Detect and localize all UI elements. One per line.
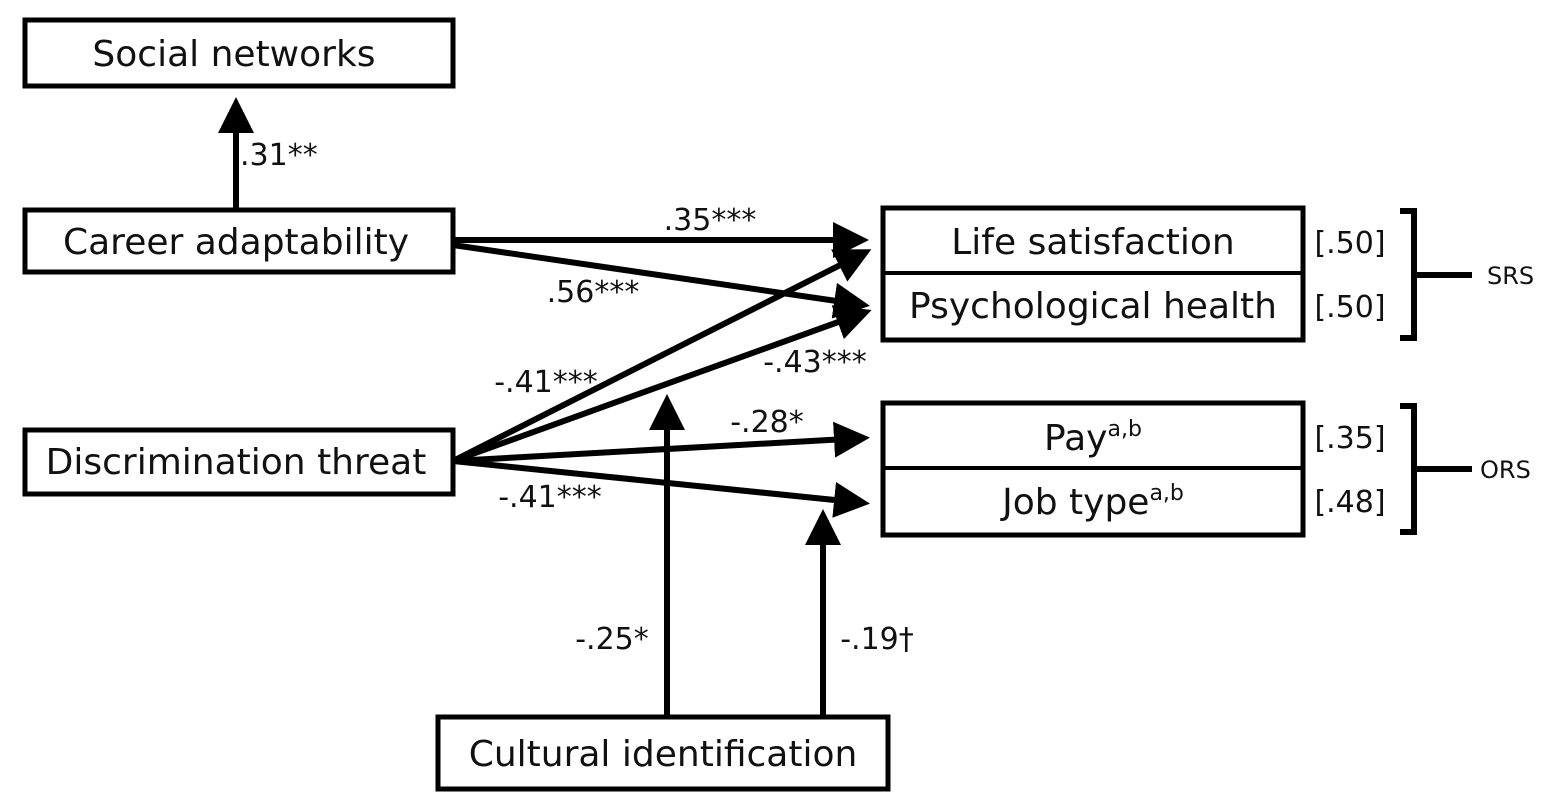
coef-dt-to-pay: -.28*: [730, 405, 804, 440]
r2-psychological-health: [.50]: [1314, 290, 1385, 325]
path-dt-to-pay: [452, 421, 870, 464]
r2-pay: [.35]: [1314, 421, 1385, 456]
r2-life-satisfaction: [.50]: [1314, 226, 1385, 261]
r2-job-type: [.48]: [1314, 485, 1385, 520]
path-ca-to-ph: [452, 242, 870, 319]
job-type-text: Job type: [1000, 482, 1149, 523]
path-dt-to-ls: [451, 249, 872, 464]
job-type-superscript: a,b: [1149, 481, 1183, 506]
career-adaptability-label: Career adaptability: [63, 222, 409, 263]
coef-ci-moderation-1: -.25*: [575, 622, 649, 657]
pay-text: Pay: [1044, 418, 1107, 459]
cultural-identification-box: [435, 714, 891, 792]
srs-group-label: SRS: [1487, 262, 1534, 290]
coef-dt-to-ph: -.43***: [763, 345, 867, 380]
cultural-identification-label: Cultural identification: [469, 734, 858, 775]
pay-label: Paya,b: [1044, 417, 1142, 459]
pay-superscript: a,b: [1108, 417, 1142, 442]
ors-bracket: [1400, 403, 1472, 535]
life-satisfaction-label: Life satisfaction: [951, 222, 1235, 263]
coef-ca-to-ph: .56***: [547, 275, 640, 310]
coef-ca-to-sn: .31**: [240, 138, 318, 173]
ors-group-label: ORS: [1480, 456, 1531, 484]
coef-ci-moderation-2: -.19†: [840, 622, 914, 657]
social-networks-box: [22, 17, 456, 89]
social-networks-label: Social networks: [92, 34, 375, 75]
path-dt-to-job: [452, 458, 870, 518]
coef-ca-to-ls: .35***: [664, 203, 757, 238]
job-type-label: Job typea,b: [1000, 481, 1184, 523]
coef-dt-to-job: -.41***: [498, 480, 602, 515]
coef-dt-to-ls: -.41***: [494, 365, 598, 400]
psychological-health-label: Psychological health: [909, 286, 1277, 327]
srs-bracket: [1400, 208, 1472, 341]
discrimination-threat-label: Discrimination threat: [46, 442, 427, 483]
path-dt-to-ph: [451, 305, 872, 464]
